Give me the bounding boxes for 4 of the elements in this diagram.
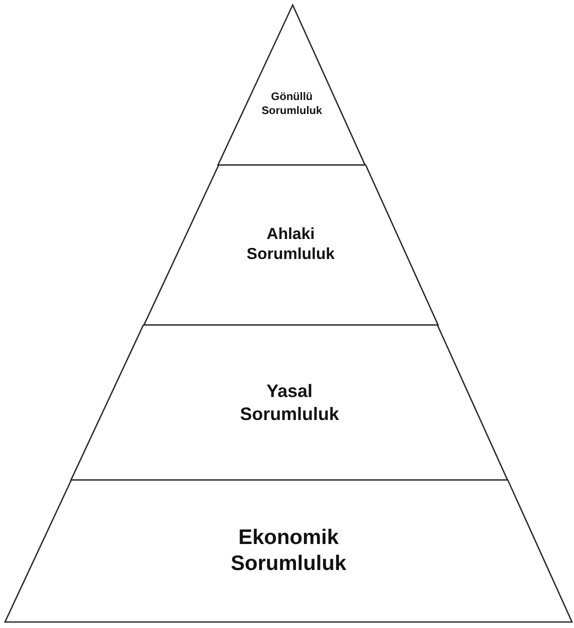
tier-label: Ahlaki Sorumluluk [246,225,335,265]
tier-label: Gönüllü Sorumluluk [262,91,322,119]
tier-label: Ekonomik Sorumluluk [230,524,346,577]
tier-label: Yasal Sorumluluk [240,380,340,425]
